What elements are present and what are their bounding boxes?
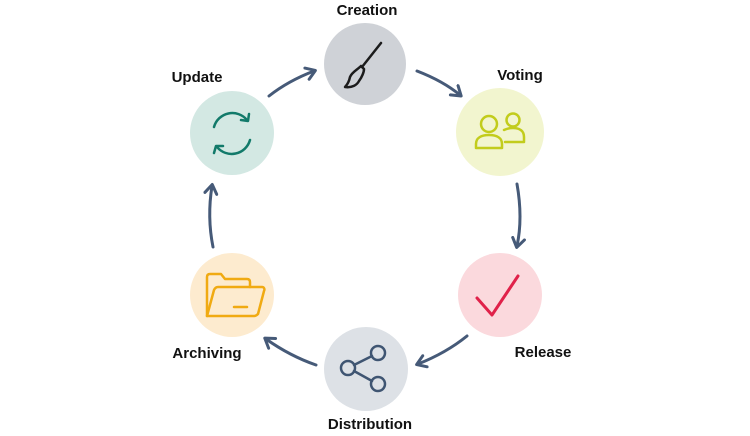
paintbrush-icon — [343, 41, 383, 89]
stage-label-archiving: Archiving — [172, 345, 241, 362]
distribution-circle — [324, 327, 408, 411]
share-icon — [339, 344, 387, 393]
stage-archiving: Archiving — [172, 253, 274, 362]
stage-update: Update — [172, 69, 274, 175]
stage-distribution: Distribution — [324, 327, 412, 433]
cycle-arrows — [203, 66, 526, 369]
stage-creation: Creation — [324, 2, 406, 105]
stage-voting: Voting — [456, 67, 544, 176]
arrow-archiving-to-update — [203, 183, 219, 249]
arrow-creation-to-voting — [415, 69, 463, 98]
stage-label-creation: Creation — [337, 2, 398, 19]
stage-label-voting: Voting — [497, 67, 543, 84]
update-circle — [190, 91, 274, 175]
checkmark-icon — [475, 274, 520, 317]
folder-icon — [205, 272, 266, 318]
arrow-update-to-creation — [267, 66, 317, 98]
stage-label-distribution: Distribution — [328, 416, 412, 433]
archiving-circle — [190, 253, 274, 337]
stage-label-release: Release — [515, 344, 572, 361]
arrow-release-to-distribution — [415, 334, 469, 369]
refresh-icon — [212, 111, 252, 156]
users-icon — [474, 112, 526, 150]
release-circle — [458, 253, 542, 337]
arrow-voting-to-release — [511, 182, 526, 249]
voting-circle — [456, 88, 544, 176]
stage-label-update: Update — [172, 69, 223, 86]
arrow-distribution-to-archiving — [263, 336, 318, 367]
stage-release: Release — [458, 253, 571, 361]
